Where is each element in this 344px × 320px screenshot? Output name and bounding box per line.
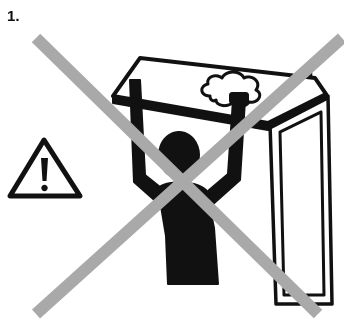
person-right-hand (229, 92, 249, 104)
warning-exclamation-dot (41, 185, 47, 191)
warning-triangle-icon (10, 140, 80, 196)
